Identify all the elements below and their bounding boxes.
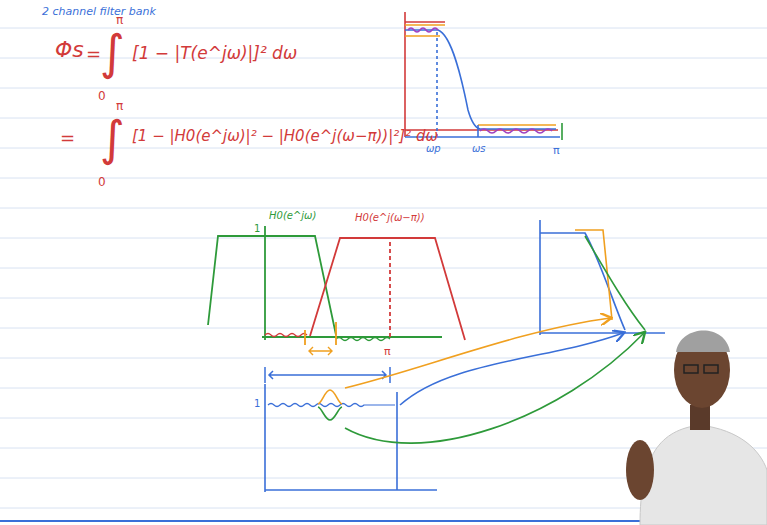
upper-limit: π <box>116 14 123 27</box>
pi-label: π <box>384 346 391 358</box>
lower-limit: 0 <box>98 90 106 103</box>
formula-symbol: Φs <box>55 38 84 62</box>
upper-limit: π <box>116 100 123 113</box>
integral-sign: ∫ <box>100 26 125 79</box>
filter-label: H0(e^j(ω−π)) <box>355 212 425 223</box>
stopband-edge-label: ωs <box>472 143 486 154</box>
filter-label: H0(e^jω) <box>269 210 316 221</box>
formula-expression: [1 − |T(e^jω)|]² dω <box>132 44 297 63</box>
pi-label: π <box>553 145 560 157</box>
equals-sign: = <box>86 44 101 64</box>
integral-sign: ∫ <box>100 112 125 165</box>
passband-edge-label: ωp <box>426 143 441 154</box>
lower-limit: 0 <box>98 176 106 189</box>
unity-label: 1 <box>254 398 260 409</box>
equals-sign: = <box>60 128 75 148</box>
board-title: 2 channel filter bank <box>42 6 156 18</box>
unity-label: 1 <box>254 223 260 234</box>
formula-expression: [1 − |H0(e^jω)|² − |H0(e^j(ω−π))|²]² dω <box>132 128 438 145</box>
